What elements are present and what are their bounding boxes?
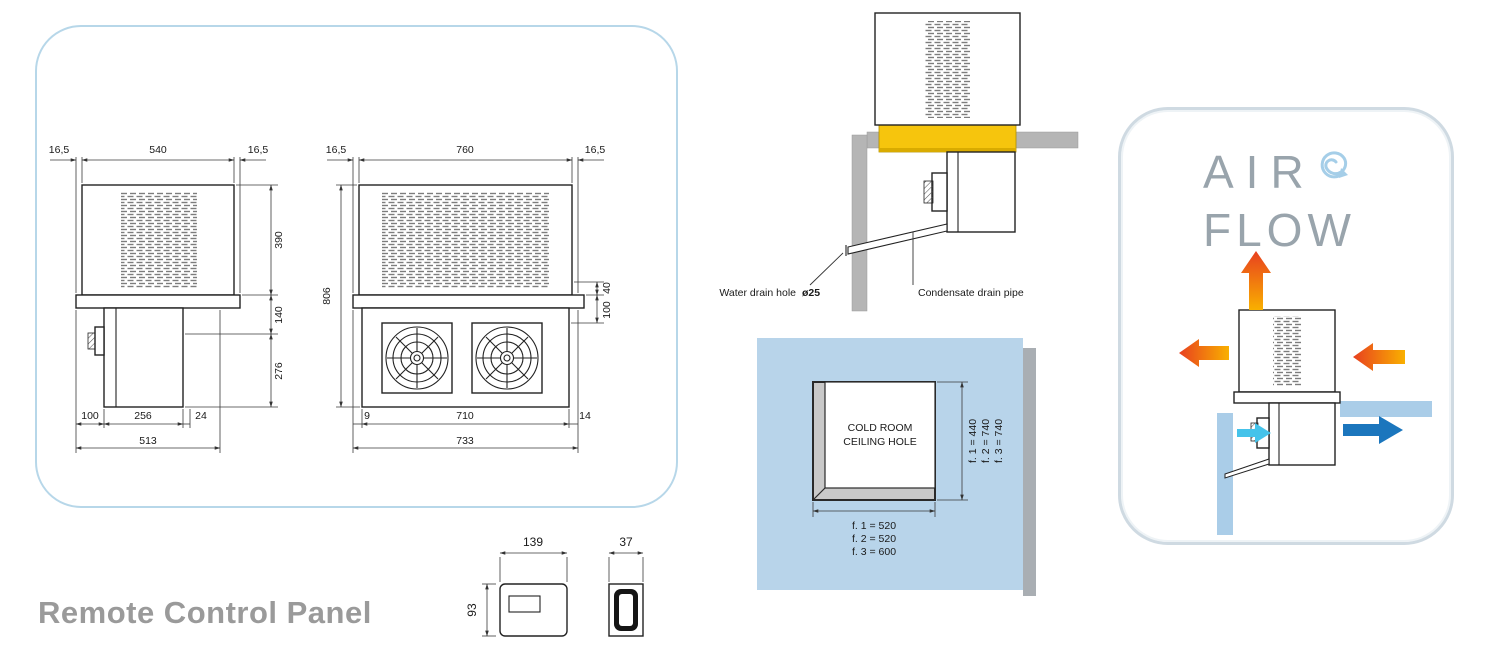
dimension-drawings: 16,5 540 16,5 390 140 276 <box>49 144 613 453</box>
arrow-blue-cold-air <box>1343 416 1403 444</box>
hole-face <box>824 381 936 489</box>
large-top-view-dimensions: 16,5 760 16,5 806 40 100 <box>321 144 613 453</box>
dim-width-760-label: 760 <box>456 144 474 156</box>
remote-depth-label: 37 <box>619 535 633 549</box>
front-top-view-structure <box>75 184 241 408</box>
dimensions-panel: 16,5 540 16,5 390 140 276 <box>35 25 678 508</box>
panel-height-dimension: 93 <box>465 583 496 637</box>
remote-height-label: 93 <box>465 603 479 617</box>
dim-flange-left-label: 16,5 <box>49 144 70 156</box>
swirl-icon <box>1320 151 1348 179</box>
dim-710-label: 710 <box>456 410 474 422</box>
dim-256-label: 256 <box>134 410 152 422</box>
leader-water-drain <box>809 252 844 286</box>
drain-connector <box>923 180 934 204</box>
condensate-pipe-label: Condensate drain pipe <box>918 287 1024 299</box>
dim-40-label: 40 <box>601 282 613 294</box>
dim-24-label: 24 <box>195 410 207 422</box>
dim-100-label: 100 <box>601 301 613 319</box>
height-dim-f3: f. 3 = 740 <box>993 419 1005 463</box>
dim-100-label: 100 <box>81 410 99 422</box>
dim-flange-right-label: 16,5 <box>585 144 606 156</box>
water-drain-diameter: ø25 <box>802 287 820 299</box>
flange <box>1233 391 1341 404</box>
remote-control-drawing: 139 93 37 <box>465 535 644 637</box>
installation-drawing: Water drain hole ø25 Condensate drain pi… <box>719 12 1079 312</box>
dim-806-label: 806 <box>321 287 333 305</box>
condensate-drain-pipe <box>1224 458 1270 479</box>
condensate-drain-pipe <box>847 223 948 255</box>
hole-corner-line <box>812 487 826 501</box>
front-top-view-dimensions: 16,5 540 16,5 390 140 276 <box>49 144 285 453</box>
airflow-panel: AIR FLOW <box>1118 107 1454 545</box>
side-tab <box>94 326 105 356</box>
arrow-cyan-return-air <box>1237 423 1271 443</box>
flange <box>75 294 241 309</box>
remote-width-label: 139 <box>523 535 543 549</box>
airflow-title-air: AIR <box>1203 146 1316 198</box>
hole-label-line1: COLD ROOM <box>848 422 913 434</box>
evaporator-section <box>946 151 1016 233</box>
ceiling-band <box>1340 401 1432 417</box>
height-dim-f1: f. 1 = 440 <box>967 419 979 463</box>
arrow-right-intake-air <box>1353 343 1405 371</box>
condenser-fins <box>382 192 549 288</box>
dim-depth-140-label: 140 <box>273 306 285 324</box>
dim-513-label: 513 <box>139 435 157 447</box>
arrow-up-warm-air <box>1241 251 1271 310</box>
remote-control-title: Remote Control Panel <box>38 595 372 630</box>
condenser-fins <box>121 192 197 288</box>
width-dim-f2: f. 2 = 520 <box>852 533 896 545</box>
unit-above-ceiling <box>874 12 1021 126</box>
swirl-arrowhead <box>1339 168 1348 178</box>
width-dim-f1: f. 1 = 520 <box>852 520 896 532</box>
panel-depth-dimension: 37 <box>608 535 644 582</box>
fan-housing <box>103 307 184 408</box>
airflow-title-flow: FLOW <box>1203 204 1356 256</box>
panel-edge <box>1023 348 1036 596</box>
remote-display <box>508 595 541 613</box>
height-dim-f2: f. 2 = 740 <box>980 419 992 463</box>
remote-side-slot <box>619 594 633 626</box>
flange <box>352 294 585 309</box>
airflow-drawing: AIR FLOW <box>1179 146 1432 535</box>
dim-flange-right-label: 16,5 <box>248 144 269 156</box>
ceiling-hole-drawing: COLD ROOM CEILING HOLE f. 1 = 440 f. 2 =… <box>757 338 1036 596</box>
large-top-view-structure <box>352 184 585 408</box>
dim-14-label: 14 <box>579 410 591 422</box>
remote-front-view <box>499 583 568 637</box>
dim-flange-left-label: 16,5 <box>326 144 347 156</box>
panel-width-dimension: 139 <box>499 535 568 582</box>
dim-depth-390-label: 390 <box>273 231 285 249</box>
hole-width-dimension: f. 1 = 520 f. 2 = 520 f. 3 = 600 <box>812 502 936 558</box>
dim-depth-276-label: 276 <box>273 362 285 380</box>
drain-stub <box>87 332 96 350</box>
building-structure <box>851 131 1079 312</box>
width-dim-f3: f. 3 = 600 <box>852 546 896 558</box>
dim-9-label: 9 <box>364 410 370 422</box>
ceiling-slab-right <box>1015 131 1079 149</box>
wall-slab <box>851 134 868 312</box>
ceiling-slab-left <box>866 131 880 149</box>
gasket-edge <box>879 148 1016 152</box>
condenser-fins <box>925 21 970 118</box>
condenser-fins <box>1273 316 1301 386</box>
arrow-left-warm-air <box>1179 339 1229 367</box>
dim-width-540-label: 540 <box>149 144 167 156</box>
fan-grille-left <box>385 326 449 390</box>
hole-label-line2: CEILING HOLE <box>843 436 917 448</box>
water-drain-label: Water drain hole <box>719 287 796 299</box>
drain-tab <box>931 172 948 212</box>
hole-height-dimension: f. 1 = 440 f. 2 = 740 f. 3 = 740 <box>937 381 1005 501</box>
unit-below-ceiling <box>923 151 1016 233</box>
unit-section <box>1224 309 1341 479</box>
fan-grille-right <box>475 326 539 390</box>
dim-733-label: 733 <box>456 435 474 447</box>
yellow-gasket <box>878 124 1017 153</box>
